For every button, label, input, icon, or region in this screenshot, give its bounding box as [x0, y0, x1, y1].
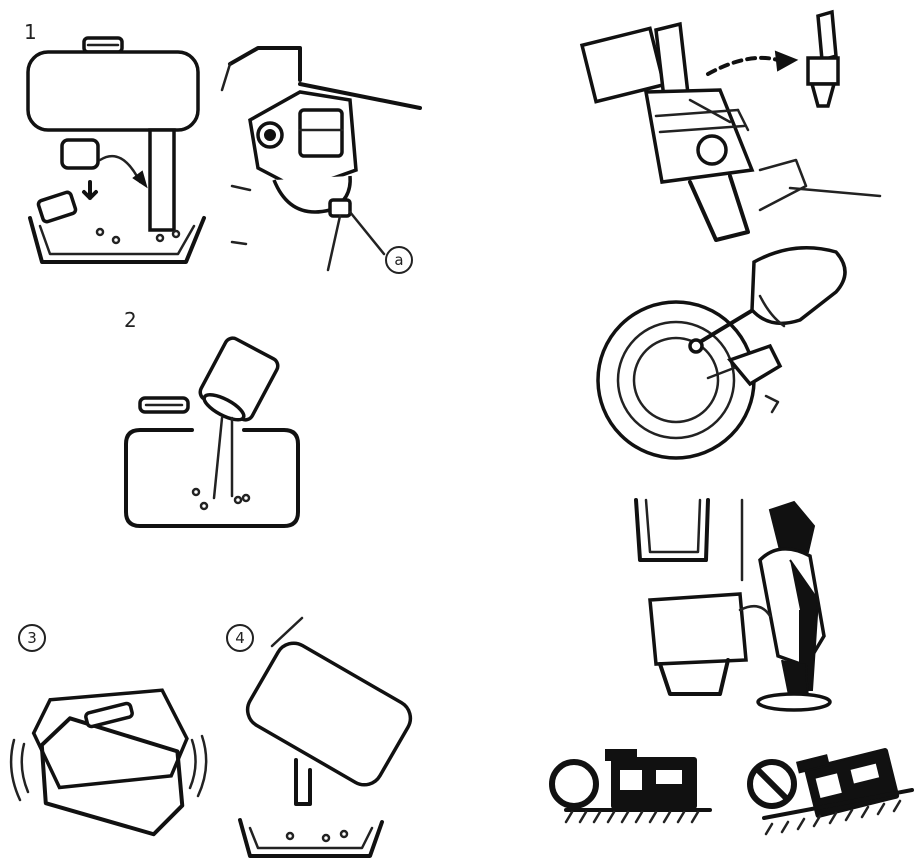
step2-pouring-into-tank — [126, 335, 298, 526]
step-3-label: 3 — [18, 624, 46, 652]
step4-tilt-tank-drain — [240, 618, 417, 856]
step1-fuel-tank-drain — [28, 38, 204, 262]
engine-level-ok — [606, 750, 696, 808]
person-carrying-engine-illustration — [650, 502, 830, 710]
piston-spark-plug-illustration — [582, 12, 880, 240]
step3-shake-tank — [11, 678, 206, 839]
prohibited-icon — [750, 762, 794, 806]
step1-carburetor-drain-screw — [222, 48, 420, 270]
step-2-label: 2 — [124, 310, 137, 330]
circle-ok-icon — [552, 762, 596, 806]
mounting-frame-illustration — [636, 500, 742, 580]
drain-screw-callout-a: a — [385, 246, 413, 274]
step-4-label: 4 — [226, 624, 254, 652]
flywheel-hand-tool-illustration — [598, 248, 845, 458]
step-1-label: 1 — [24, 22, 37, 42]
placement-comparison — [552, 741, 912, 834]
